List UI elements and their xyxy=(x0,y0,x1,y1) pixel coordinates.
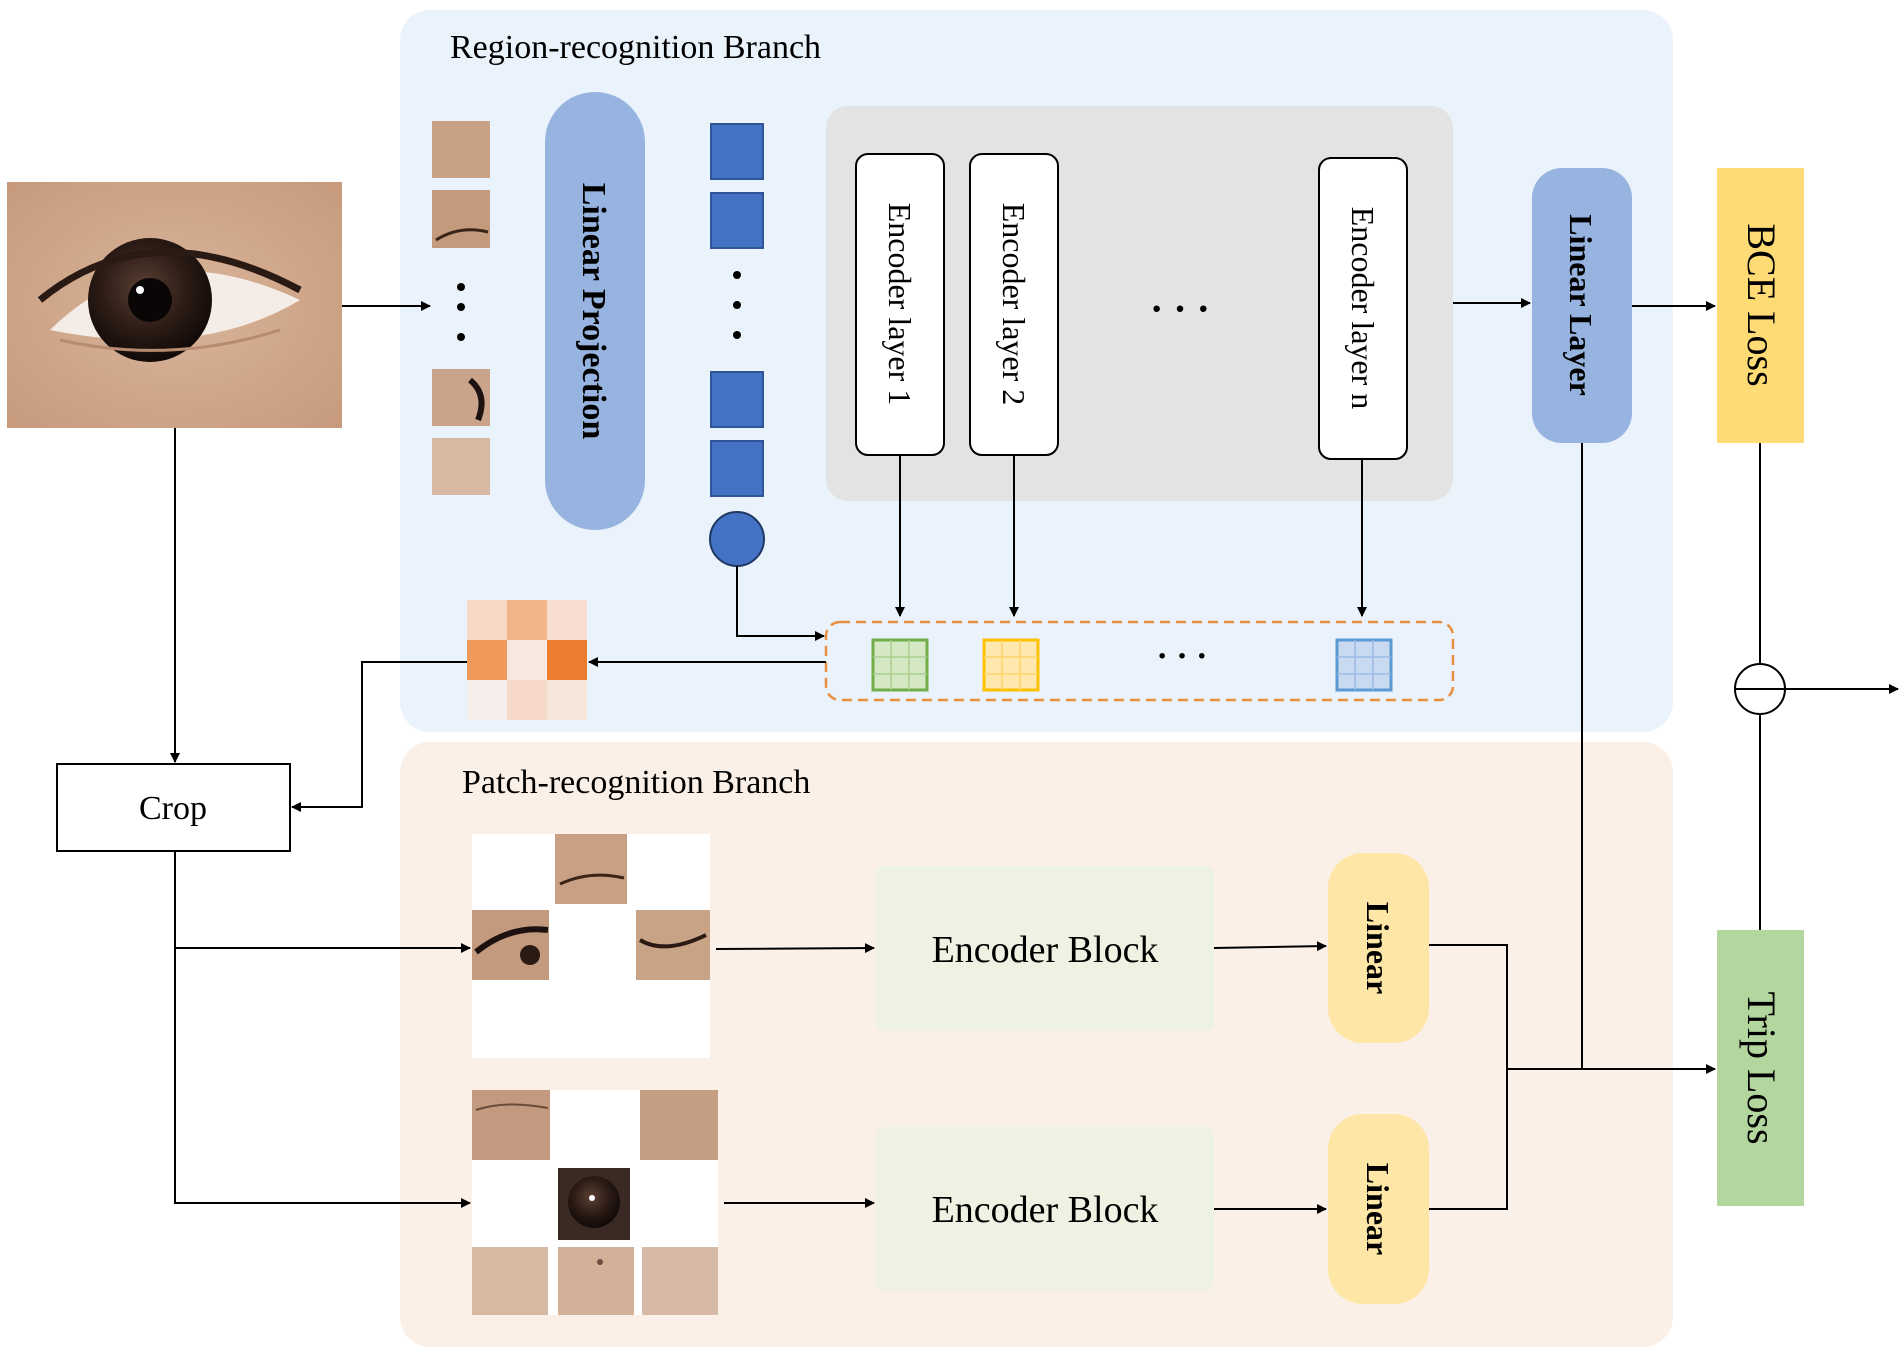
linear-pill-1-label: Linear xyxy=(1360,902,1396,994)
linear-pill-1 xyxy=(1328,853,1429,1043)
image-patches-column xyxy=(432,121,490,495)
attention-map-yellow xyxy=(982,638,1040,692)
encoder-block-2-label: Encoder Block xyxy=(932,1189,1159,1231)
linear-projection-pill xyxy=(545,92,645,530)
linear-pill-2 xyxy=(1328,1114,1429,1304)
input-eye-image xyxy=(7,182,342,428)
linear-pill-2-label: Linear xyxy=(1360,1163,1396,1255)
aggregated-attention-map xyxy=(467,600,587,720)
encoder-block-1-label: Encoder Block xyxy=(932,929,1159,971)
encoder-layer-n-label: Encoder layer n xyxy=(1345,207,1381,410)
encoder-layer-2-label: Encoder layer 2 xyxy=(996,203,1032,406)
encoder-block-2 xyxy=(876,1127,1214,1291)
attention-map-blue xyxy=(1335,638,1393,692)
cropped-patch-set-2 xyxy=(472,1090,718,1315)
cropped-patch-set-1 xyxy=(472,834,710,1058)
connectors xyxy=(170,298,1899,1214)
encoder-layer-1-label: Encoder layer 1 xyxy=(882,203,918,406)
trip-loss-label: Trip Loss xyxy=(1739,991,1784,1144)
linear-layer-pill xyxy=(1532,168,1632,443)
attention-map-green xyxy=(871,638,929,692)
linear-projection-label: Linear Projection xyxy=(575,183,612,440)
encoder-ellipsis: · · · xyxy=(1150,286,1210,331)
trip-loss-box xyxy=(1717,930,1804,1206)
encoder-block-1 xyxy=(876,866,1214,1031)
crop-box xyxy=(56,763,291,852)
linear-layer-label: Linear Layer xyxy=(1563,214,1599,396)
attention-ellipsis: · · · xyxy=(1156,638,1207,675)
crop-label: Crop xyxy=(139,790,207,827)
patch-branch-title: Patch-recognition Branch xyxy=(462,764,810,801)
token-column xyxy=(709,123,765,567)
attention-maps-dashed-box xyxy=(824,620,1455,702)
class-token-circle xyxy=(709,511,765,567)
bce-loss-label: BCE Loss xyxy=(1739,223,1784,386)
region-branch-title: Region-recognition Branch xyxy=(450,29,821,66)
bce-loss-box xyxy=(1717,168,1804,443)
